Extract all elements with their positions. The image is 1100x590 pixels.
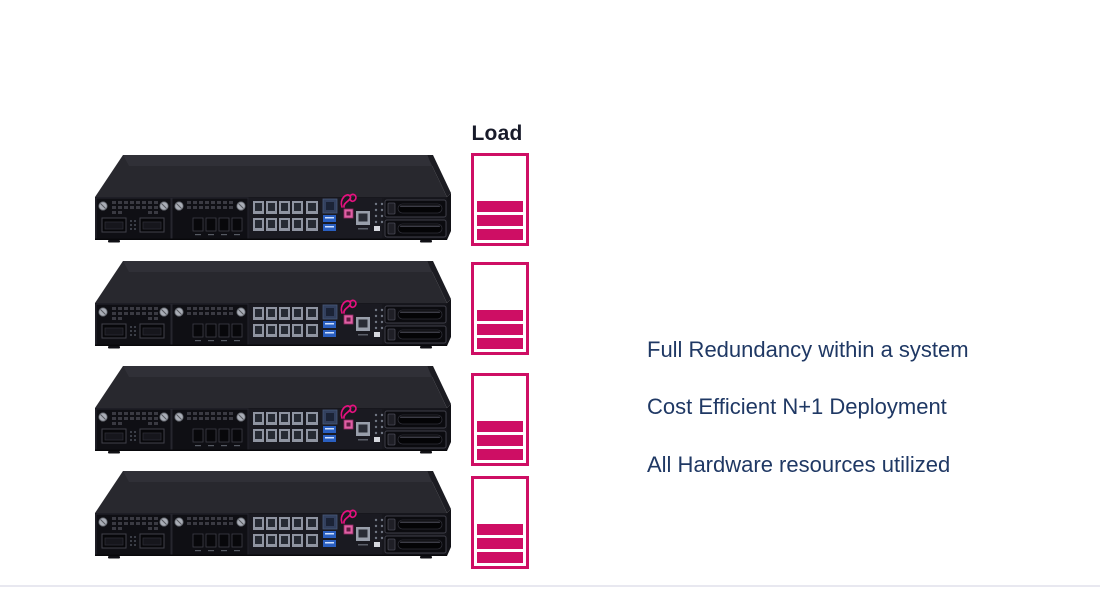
- load-bar: [477, 524, 523, 535]
- rack-appliance-image: [95, 261, 451, 349]
- load-bar: [477, 449, 523, 460]
- rack-appliance-image: [95, 155, 451, 243]
- benefit-item-redundancy: Full Redundancy within a system: [647, 337, 969, 362]
- load-gauge: [471, 262, 529, 355]
- load-bar: [477, 324, 523, 335]
- load-bar: [477, 421, 523, 432]
- footer-divider: [0, 585, 1100, 587]
- rack-appliance-image: [95, 366, 451, 454]
- appliance-row: [90, 258, 540, 355]
- benefit-item-cost: Cost Efficient N+1 Deployment: [647, 394, 947, 419]
- load-gauge: [471, 476, 529, 569]
- load-bar: [477, 538, 523, 549]
- load-column-label: Load: [471, 122, 523, 145]
- load-bar: [477, 435, 523, 446]
- appliance-row: [90, 152, 540, 246]
- load-gauge: [471, 153, 529, 246]
- rack-appliance-image: [95, 471, 451, 559]
- load-bar: [477, 552, 523, 563]
- appliance-row: [90, 363, 540, 466]
- load-bar: [477, 338, 523, 349]
- appliance-row: [90, 468, 540, 569]
- load-bar: [477, 215, 523, 226]
- load-gauge: [471, 373, 529, 466]
- load-bar: [477, 229, 523, 240]
- load-bar: [477, 310, 523, 321]
- load-bar: [477, 201, 523, 212]
- benefit-item-hardware: All Hardware resources utilized: [647, 452, 951, 477]
